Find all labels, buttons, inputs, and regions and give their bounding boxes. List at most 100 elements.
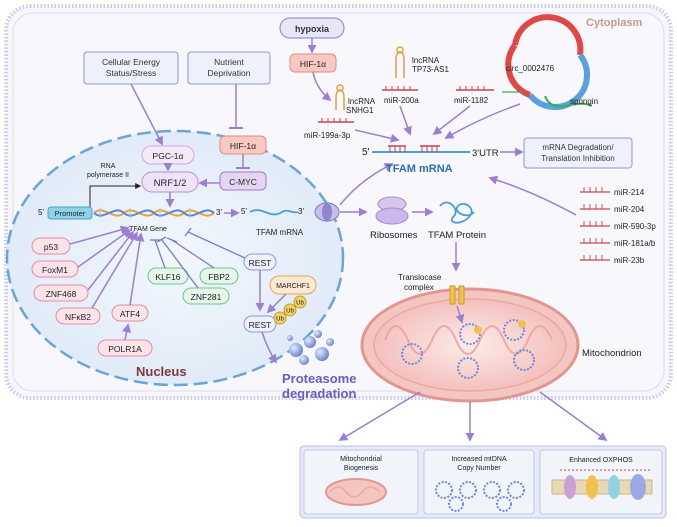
nutrient-line2: Deprivation (208, 68, 251, 78)
cellular-energy-line2: Status/Stress (106, 68, 157, 78)
mrna-deg-line1: mRNA Degradation/ (542, 143, 614, 152)
lncrna-snhg1-hairpin (335, 84, 345, 110)
pgc-label: PGC-1α (153, 151, 184, 161)
outcome-biogenesis-line2: Biogenesis (344, 465, 379, 472)
tfam-gene-dna (93, 208, 215, 218)
regulator-fbp2-label: FBP2 (208, 272, 230, 282)
tfam-gene-label: TFAM Gene (129, 226, 167, 233)
regulator-atf4: ATF4 (111, 304, 149, 322)
gene-three-prime: 3' (216, 208, 222, 217)
outcome-oxphos: Enhanced OXPHOS (539, 449, 663, 515)
proteasome-cluster (287, 330, 334, 365)
tfam-mrna-small-label: TFAM mRNA (256, 228, 304, 237)
circ-label: circ_0002476 (506, 64, 555, 73)
mrna-small-three: 3' (298, 207, 304, 216)
outcome-oxphos-line1: Enhanced OXPHOS (569, 457, 633, 464)
mtdna-circles (401, 319, 535, 379)
mrna-deg-line2: Translation Inhibition (541, 154, 615, 163)
rest-label-1: REST (249, 258, 272, 268)
svg-text:Ub: Ub (296, 301, 304, 307)
outcome-mtdna-line2: Copy Number (457, 465, 501, 472)
ribosomes-label: Ribosomes (370, 230, 418, 241)
cmyc-label: C-MYC (229, 177, 257, 187)
hif-top-label: HIF-1α (300, 59, 326, 69)
mir199-label: miR-199a-3p (304, 131, 351, 140)
regulator-p53-label: p53 (44, 242, 58, 252)
nuclear-pore (314, 202, 340, 222)
spongin-label: spongin (570, 97, 598, 106)
rna-pol-line2: polymerase II (87, 172, 129, 179)
snhg1-line1: lncRNA (348, 97, 376, 106)
regulator-polr1a-label: POLR1A (108, 344, 142, 354)
mirna-23b: miR-23b (614, 256, 645, 265)
outcome-biogenesis: Mitochondrial Biogenesis (303, 449, 419, 515)
regulator-znf281: ZNF281 (182, 287, 230, 305)
rest-box-2 (243, 315, 277, 333)
regulator-nfkb2-label: NFκB2 (65, 312, 91, 322)
mrna-small-strand (249, 209, 299, 216)
mirna-204: miR-204 (614, 205, 645, 214)
gene-five-prime: 5' (38, 208, 44, 217)
mitochondrion-label: Mitochondrion (582, 348, 642, 359)
outcome-mtdna-line1: Increased mtDNA (451, 456, 507, 463)
outcome-biogenesis-line1: Mitochondrial (340, 456, 382, 463)
regulator-atf4-label: ATF4 (120, 309, 140, 319)
outcome-mtdna: Increased mtDNA Copy Number (423, 449, 535, 515)
lncrna-tp73-hairpin (395, 46, 405, 78)
regulator-fbp2: FBP2 (199, 267, 239, 285)
nutrient-box (187, 51, 271, 85)
regulator-klf16-label: KLF16 (155, 272, 180, 282)
translocase-complex (449, 285, 465, 305)
ribosome (375, 196, 409, 225)
regulator-klf16: KLF16 (147, 267, 189, 285)
regulator-znf468: ZNF468 (33, 284, 89, 302)
mrna-small-five: 5' (241, 207, 247, 216)
svg-text:Ub: Ub (286, 309, 294, 315)
svg-text:Ub: Ub (276, 317, 284, 323)
rna-pol-line1: RNA (101, 163, 116, 170)
cmyc-box (219, 171, 267, 191)
tfam-protein-label: TFAM Protein (428, 230, 486, 241)
mirna-214: miR-214 (614, 188, 645, 197)
mrna-deg-box (523, 137, 633, 169)
mrna-main-utr: 3'UTR (472, 148, 499, 159)
regulator-foxm1: FoxM1 (31, 260, 79, 278)
hypoxia-label: hypoxia (295, 24, 330, 34)
tfam-mrna-main-strand (372, 145, 470, 153)
promoter-label: Promoter (55, 209, 86, 218)
regulator-polr1a: POLR1A (97, 339, 153, 357)
mrna-main-five: 5' (362, 147, 370, 158)
regulator-nfkb2: NFκB2 (55, 307, 101, 325)
snhg1-line2: SNHG1 (346, 106, 374, 115)
tfam-mrna-main-label: TFAM mRNA (386, 163, 453, 175)
regulator-znf468-label: ZNF468 (46, 289, 77, 299)
mirna-181: miR-181a/b (614, 239, 656, 248)
mir200-label: miR-200a (384, 96, 419, 105)
tp73-line1: lncRNA (412, 56, 440, 65)
regulator-znf281-label: ZNF281 (191, 292, 222, 302)
marchf1-label: MARCHF1 (276, 283, 310, 290)
nrf-label: NRF1/2 (154, 178, 187, 189)
mir1182-label: miR-1182 (454, 96, 489, 105)
proteasome-line2: degradation (282, 386, 356, 401)
rest-label-2: REST (249, 320, 272, 330)
ubiquitin-chain: Ub Ub Ub (273, 295, 307, 325)
cellular-energy-line1: Cellular Energy (102, 57, 161, 67)
translocase-line1: Translocase (398, 273, 442, 282)
marchf1-box: MARCHF1 (269, 275, 317, 295)
mirna-590: miR-590-3p (614, 222, 656, 231)
regulator-foxm1-label: FoxM1 (42, 265, 68, 275)
tp73-line2: TP73-AS1 (412, 65, 449, 74)
promoter-box (47, 206, 93, 220)
translocase-line2: complex (404, 283, 434, 292)
cytoplasm-label: Cytoplasm (586, 17, 642, 29)
mirna-list: miR-214 miR-204 miR-590-3p miR-181a/b mi… (580, 187, 656, 265)
nucleus-label: Nucleus (136, 364, 187, 379)
regulator-p53: p53 (31, 237, 71, 255)
tfam-protein-icon (439, 201, 475, 224)
nutrient-line1: Nutrient (214, 57, 244, 67)
hif-mid-label: HIF-1α (230, 141, 256, 151)
proteasome-line1: Proteasome (282, 371, 356, 386)
